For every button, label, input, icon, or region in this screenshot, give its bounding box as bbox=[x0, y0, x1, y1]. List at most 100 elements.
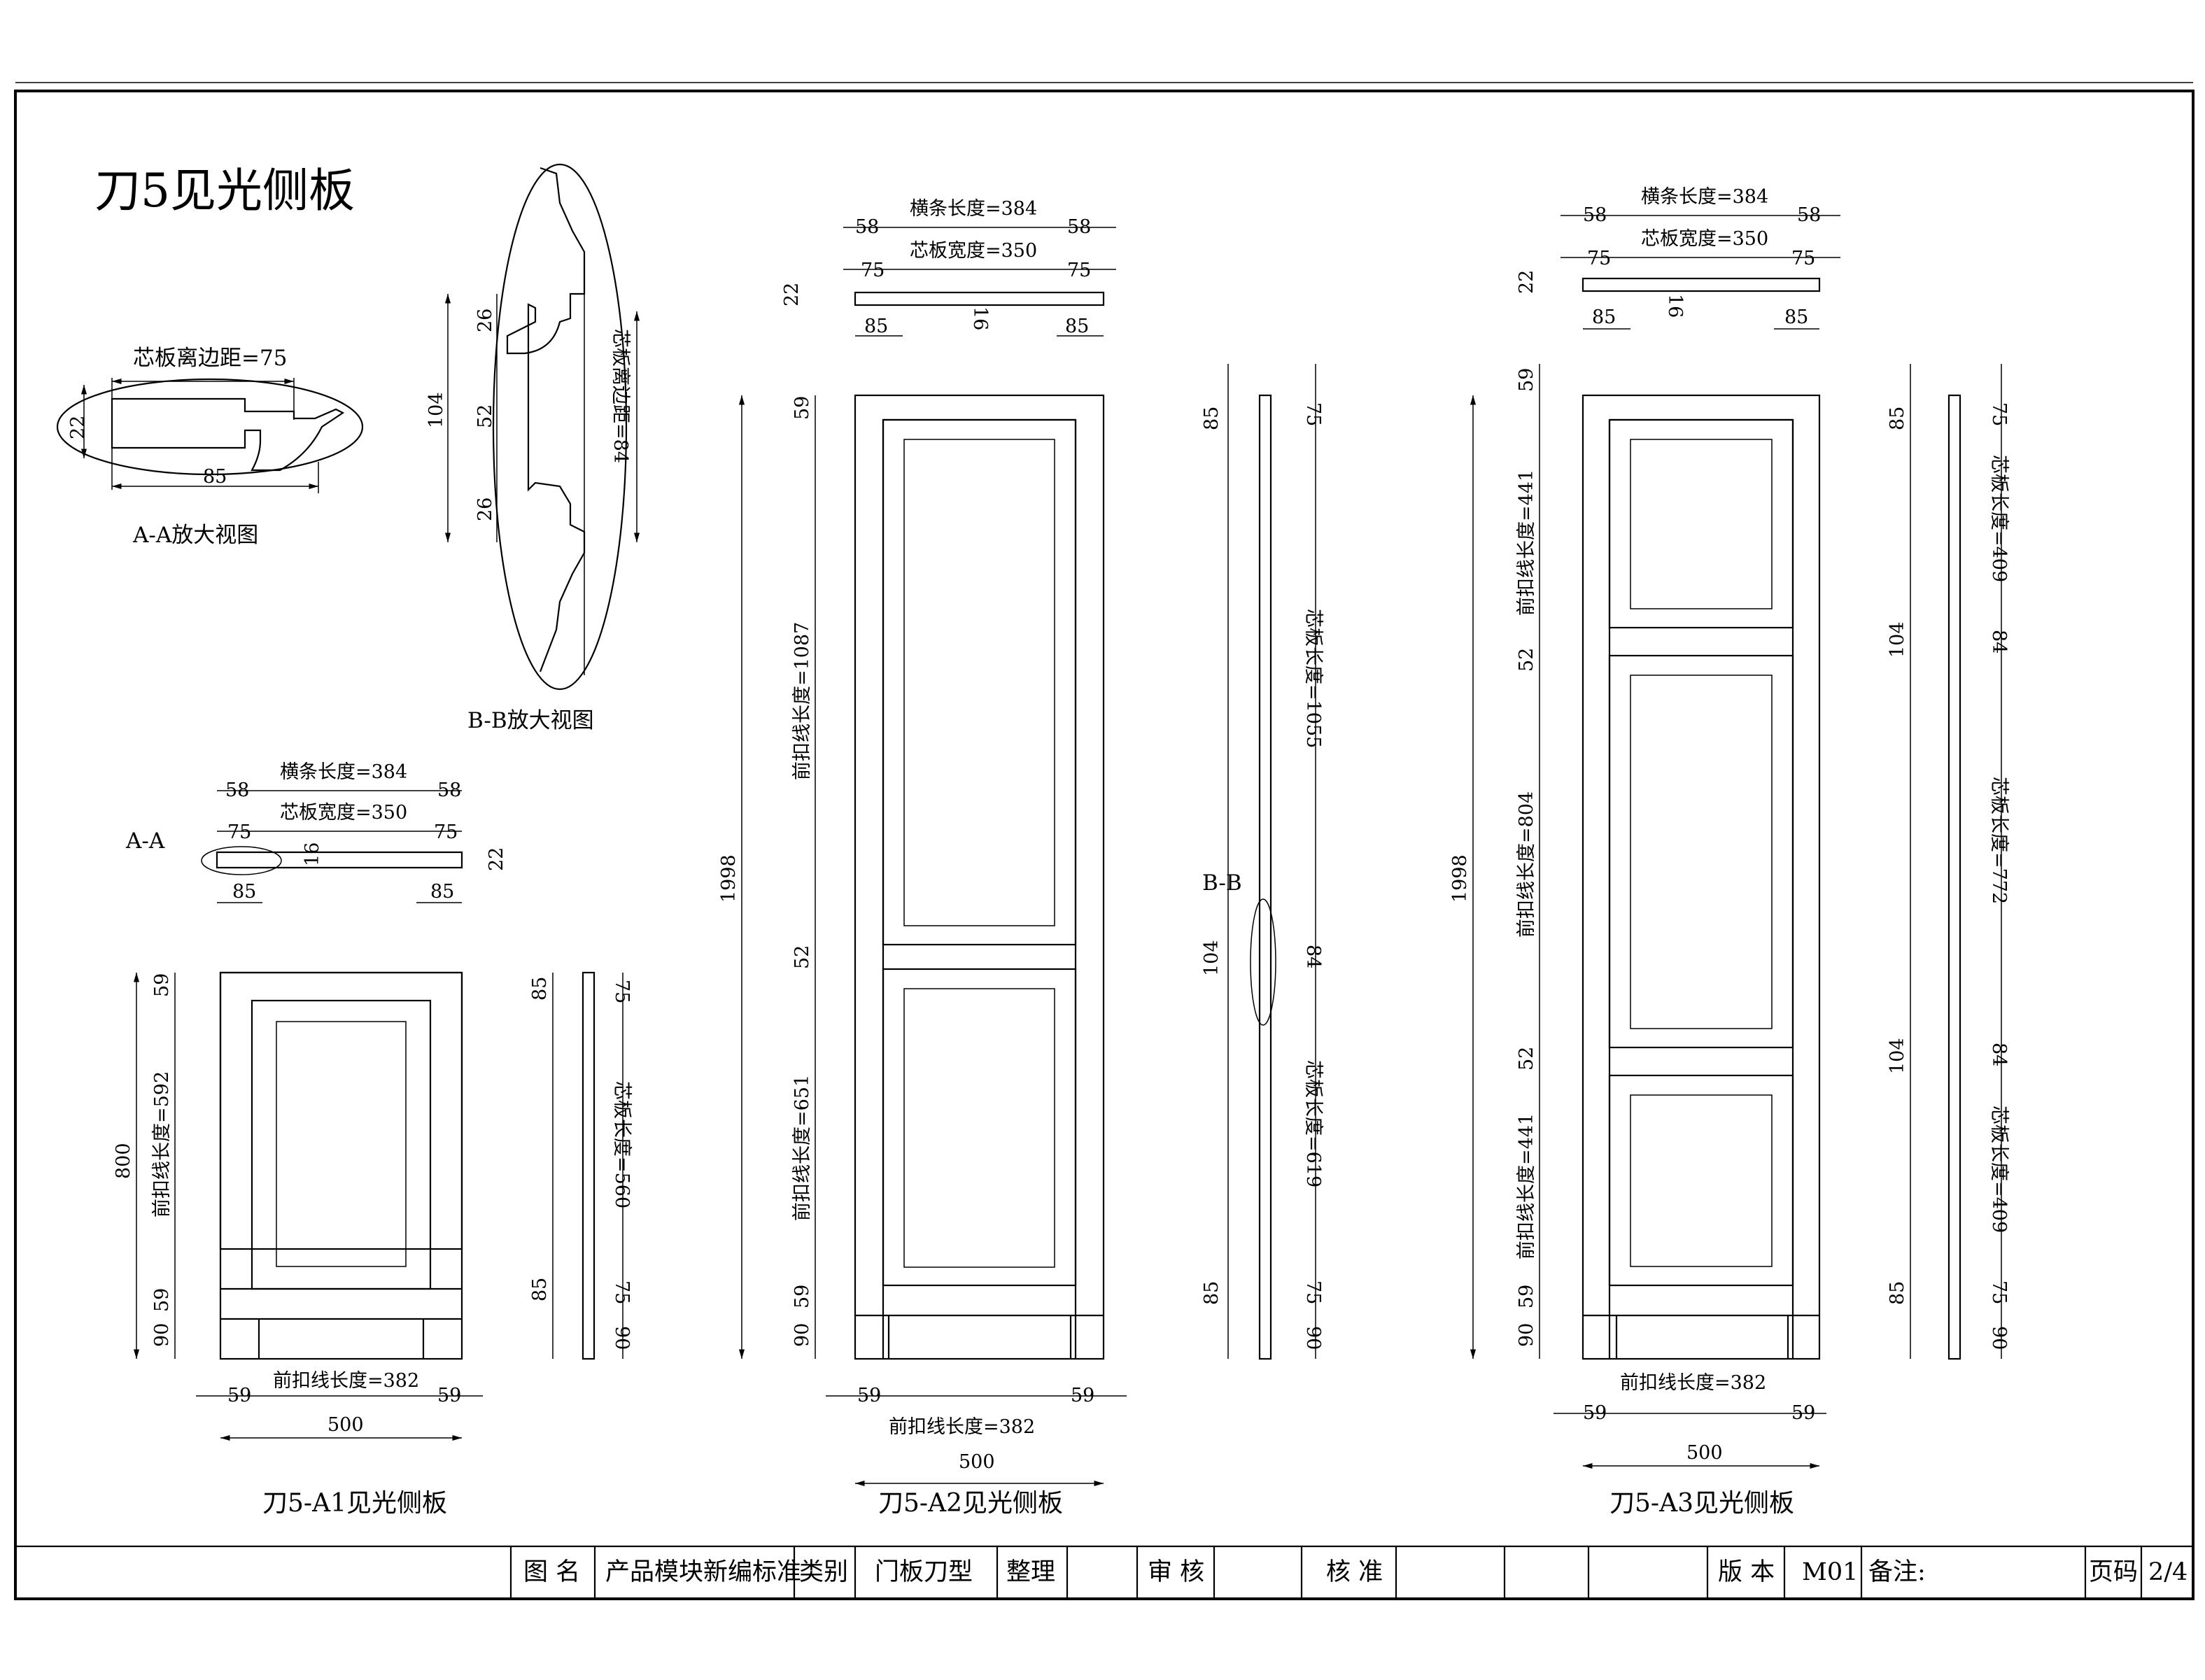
a3-line2-label: 前扣线长度=804 bbox=[1516, 791, 1537, 938]
a2-side-top2: 75 bbox=[1302, 402, 1324, 426]
a2-stile-left: 59 bbox=[857, 1385, 881, 1406]
a3-height-label: 1998 bbox=[1449, 854, 1471, 903]
a1-body bbox=[219, 971, 463, 1360]
title-block: 图 名 产品模块新编标准 类别 门板刀型 整理 审 核 核 准 版 本 M01 … bbox=[15, 1545, 2193, 1599]
tb-arrange-label: 整理 bbox=[1006, 1558, 1055, 1586]
a2-height-label: 1998 bbox=[718, 854, 740, 903]
tb-approve-label: 核 准 bbox=[1326, 1558, 1383, 1586]
aa-section-left: A-A 横条长度=384 58 58 芯板宽度=350 75 75 16 22 … bbox=[125, 761, 507, 903]
a3-85-left: 85 bbox=[1592, 306, 1616, 328]
a2-width-label: 500 bbox=[959, 1451, 995, 1473]
a3-section-profile bbox=[1581, 277, 1821, 292]
a3-section: 横条长度=384 58 58 芯板宽度=350 75 75 22 16 85 8… bbox=[1516, 186, 1840, 330]
aa-section-tag: A-A bbox=[125, 828, 165, 854]
a2-leg-label: 90 bbox=[791, 1323, 813, 1347]
a3-stile-left: 59 bbox=[1583, 1402, 1607, 1424]
a2-85-left: 85 bbox=[864, 316, 888, 337]
a3-thick22: 22 bbox=[1516, 270, 1537, 294]
aa-rail-58-left: 58 bbox=[225, 779, 249, 801]
a3-side-bot: 85 bbox=[1887, 1281, 1908, 1305]
a2-panel2-outer bbox=[882, 968, 1077, 1287]
a2-bb-tag: B-B bbox=[1202, 870, 1242, 896]
a2-caption: 刀5-A2见光侧板 bbox=[878, 1489, 1063, 1518]
a2-width-line-label: 前扣线长度=382 bbox=[889, 1416, 1035, 1438]
a1-bottom-label: 59 bbox=[151, 1288, 173, 1312]
a1-height-label: 800 bbox=[113, 1143, 134, 1179]
a1-leg-label: 90 bbox=[151, 1323, 173, 1347]
bb-top-label: 26 bbox=[474, 309, 496, 332]
a3-side-bot2: 75 bbox=[1988, 1280, 2010, 1304]
a1-stile-right: 59 bbox=[437, 1385, 461, 1406]
tb-category-label: 类别 bbox=[799, 1558, 848, 1586]
a3-line1-label: 前扣线长度=441 bbox=[1516, 470, 1537, 616]
aa-section-ellipse bbox=[201, 846, 282, 875]
aa-thick16-label: 16 bbox=[302, 842, 323, 866]
aa-width-label: 85 bbox=[203, 466, 227, 488]
a2-line1-label: 前扣线长度=1087 bbox=[791, 622, 813, 780]
aa-panel-75-right: 75 bbox=[434, 821, 458, 843]
a1-width-label: 500 bbox=[327, 1414, 364, 1436]
a3-bottom-label: 59 bbox=[1516, 1285, 1537, 1308]
aa-margin-label: 芯板离边距=75 bbox=[133, 346, 287, 371]
aa-rail-58-right: 58 bbox=[437, 779, 461, 801]
bb-enlarged-view: 104 26 52 26 芯板离边距=84 B-B放大视图 bbox=[425, 163, 640, 733]
a3-line3-label: 前扣线长度=441 bbox=[1516, 1113, 1537, 1259]
a2-section: 横条长度=384 58 58 芯板宽度=350 75 75 22 16 85 8… bbox=[781, 198, 1116, 337]
a2-panel-75-right: 75 bbox=[1067, 260, 1091, 281]
tb-page-label: 页码 bbox=[2089, 1558, 2138, 1586]
door-a3: 1998 59 前扣线长度=441 52 前扣线长度=804 52 前扣线长度=… bbox=[1449, 364, 2010, 1518]
tb-version-value: M01 bbox=[1802, 1558, 1858, 1586]
a3-side-mid-b: 104 bbox=[1887, 1038, 1908, 1074]
a1-stile-left: 59 bbox=[227, 1385, 251, 1406]
a2-side-leg: 90 bbox=[1302, 1326, 1324, 1350]
a1-side-panel: 芯板长度=560 bbox=[611, 1081, 633, 1208]
a2-top-label: 59 bbox=[791, 396, 813, 420]
a1-side-bot: 85 bbox=[529, 1278, 551, 1301]
a1-side-top2: 75 bbox=[611, 980, 633, 1003]
a3-panel-75-left: 75 bbox=[1587, 248, 1611, 269]
a3-panel3-outer bbox=[1608, 1074, 1794, 1287]
a3-side-leg: 90 bbox=[1988, 1326, 2010, 1350]
a3-body bbox=[1581, 394, 1821, 1360]
a3-width-label: 500 bbox=[1686, 1442, 1723, 1464]
a2-bb-ellipse bbox=[1250, 898, 1276, 1026]
door-a2: 1998 59 前扣线长度=1087 52 前扣线长度=651 59 90 59… bbox=[718, 364, 1324, 1518]
a3-stile-right: 59 bbox=[1791, 1402, 1815, 1424]
a2-bottom-label: 59 bbox=[791, 1285, 813, 1308]
a2-side-mid2: 84 bbox=[1302, 945, 1324, 968]
a2-stile-right: 59 bbox=[1071, 1385, 1094, 1406]
a2-panel2-inner bbox=[903, 988, 1055, 1268]
a2-section-profile bbox=[854, 291, 1105, 306]
door-a1: 800 59 前扣线长度=592 59 90 前扣线长度=382 59 59 5… bbox=[113, 971, 633, 1518]
a1-side-top: 85 bbox=[529, 977, 551, 1001]
a3-panel-75-right: 75 bbox=[1791, 248, 1815, 269]
a3-rail-label: 横条长度=384 bbox=[1641, 186, 1768, 208]
a3-panel2-inner bbox=[1630, 675, 1773, 1029]
drawing-title: 刀5见光侧板 bbox=[94, 164, 355, 218]
a1-width-line-label: 前扣线长度=382 bbox=[273, 1370, 419, 1392]
a2-mid-label: 52 bbox=[791, 945, 813, 969]
bb-profile bbox=[506, 167, 586, 672]
tb-name-value: 产品模块新编标准 bbox=[605, 1558, 801, 1586]
tb-name-label: 图 名 bbox=[523, 1558, 580, 1586]
a2-side-top: 85 bbox=[1201, 407, 1223, 430]
tb-page-value: 2/4 bbox=[2148, 1558, 2188, 1586]
a3-leg-label: 90 bbox=[1516, 1323, 1537, 1347]
a2-line2-label: 前扣线长度=651 bbox=[791, 1075, 813, 1221]
aa-detail-ellipse bbox=[56, 378, 364, 476]
a3-side-panel2: 芯板长度=772 bbox=[1988, 777, 2010, 904]
a2-side-bot: 85 bbox=[1201, 1281, 1223, 1305]
aa-profile bbox=[111, 397, 345, 472]
bb-mid-label: 52 bbox=[474, 404, 496, 428]
a3-panel-label: 芯板宽度=350 bbox=[1641, 228, 1768, 250]
bb-margin-label: 芯板离边距=84 bbox=[610, 329, 631, 463]
a2-panel1-outer bbox=[882, 418, 1077, 946]
a2-side-view bbox=[1258, 394, 1272, 1360]
aa-section-profile bbox=[216, 851, 463, 869]
a3-side-top: 85 bbox=[1887, 407, 1908, 430]
outer-border bbox=[14, 90, 2195, 1600]
a3-top-label: 59 bbox=[1516, 368, 1537, 392]
a3-thick16: 16 bbox=[1664, 294, 1686, 318]
aa-thick-label: 22 bbox=[67, 416, 89, 439]
